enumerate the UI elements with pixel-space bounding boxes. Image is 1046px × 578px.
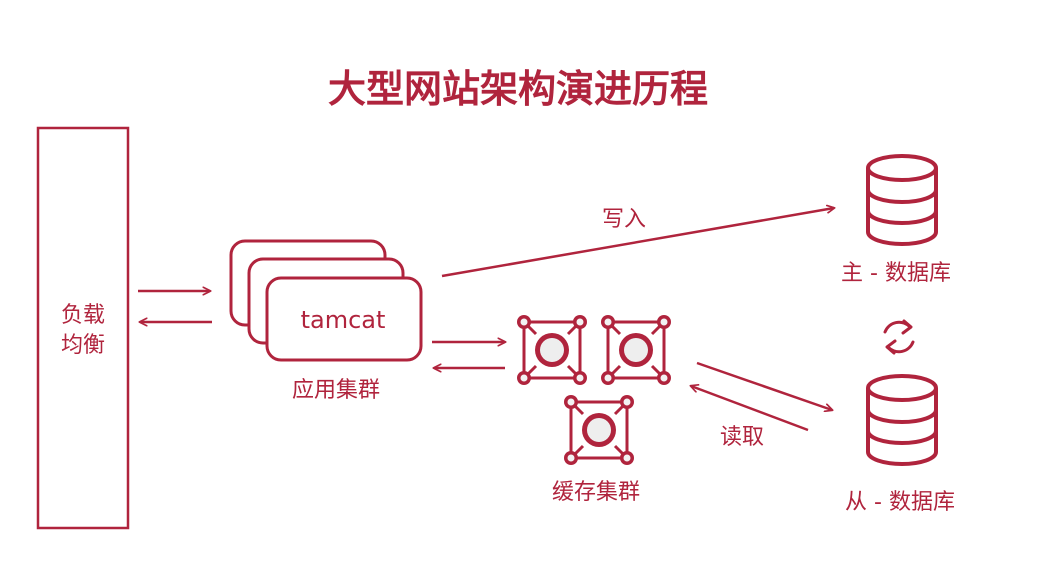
arrow-write: [441, 208, 834, 278]
slave-database-label: 从 - 数据库: [845, 490, 955, 515]
master-database-label: 主 - 数据库: [841, 261, 951, 286]
sync-icon: [883, 319, 915, 355]
server-card-front: [265, 276, 423, 362]
read-label: 读取: [720, 425, 764, 450]
app-cluster-caption: 应用集群: [292, 378, 380, 403]
load-balancer-label-line2: 均衡: [61, 333, 105, 358]
server-label: tamcat: [301, 306, 386, 334]
master-database-icon: [866, 154, 938, 246]
arrow-cache-to-slave: [696, 361, 832, 410]
app-cluster: tamcat: [229, 239, 423, 362]
load-balancer-label-line1: 负载: [61, 303, 105, 328]
cache-cluster: [515, 313, 673, 467]
page-title: 大型网站架构演进历程: [328, 67, 708, 111]
slave-database-icon: [866, 374, 938, 466]
load-balancer-box: [36, 126, 130, 530]
arrow-slave-to-cache: [691, 386, 809, 432]
write-label: 写入: [602, 207, 646, 232]
cache-cluster-caption: 缓存集群: [552, 480, 640, 505]
